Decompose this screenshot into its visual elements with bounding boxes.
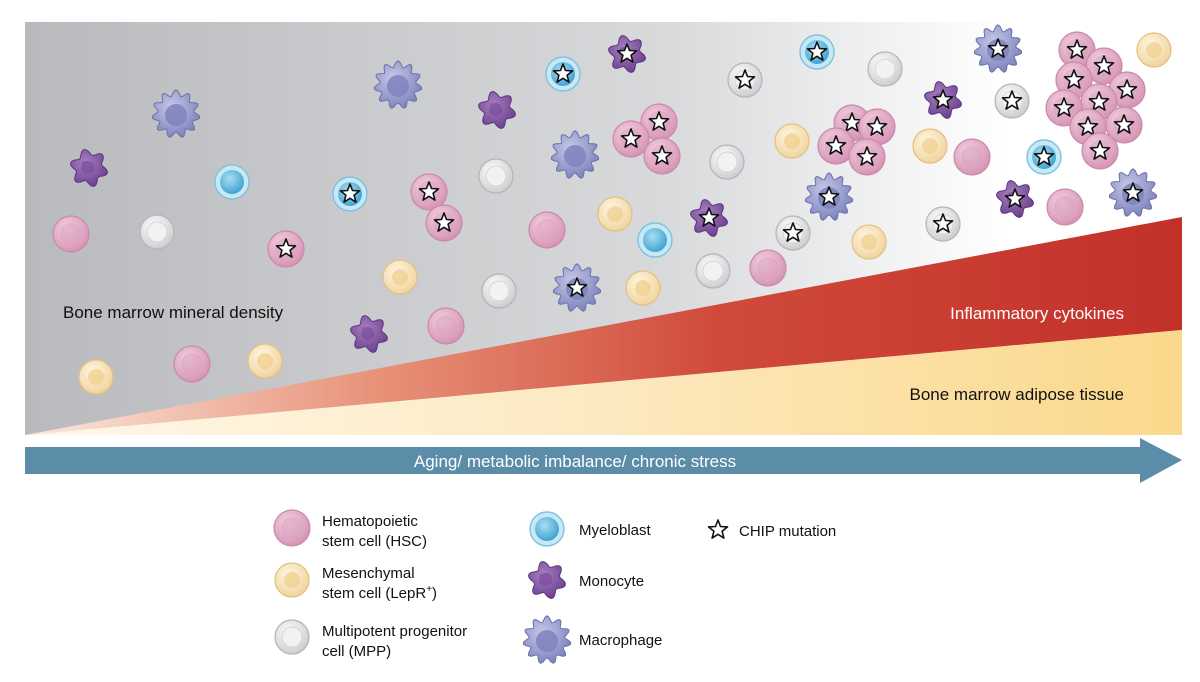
msc-cell (247, 343, 283, 379)
hsc-cell-chip (1055, 61, 1093, 99)
monocyte-cell-chip (690, 199, 728, 237)
myeloblast-cell (214, 164, 250, 200)
legend-msc-label: Mesenchymal stem cell (LepR+) (322, 565, 437, 602)
hsc-cell (528, 211, 566, 249)
legend-msc-line1: Mesenchymal (322, 565, 415, 582)
hsc-cell-chip (848, 138, 886, 176)
legend-monocyte-label: Monocyte (579, 573, 644, 590)
myeloblast-cell-chip (1026, 139, 1062, 175)
legend-msc-line2-end: ) (432, 585, 437, 602)
msc-cell (78, 359, 114, 395)
legend-macrophage-icon (522, 615, 572, 664)
mpp-cell (695, 253, 731, 289)
legend-mpp-icon (274, 619, 310, 655)
macrophage-cell (373, 60, 423, 109)
legend-mpp-label: Multipotent progenitor cell (MPP) (322, 623, 471, 660)
hsc-cell-chip (410, 173, 448, 211)
hsc-cell (953, 138, 991, 176)
myeloblast-cell-chip (799, 34, 835, 70)
aging-axis-label: Aging/ metabolic imbalance/ chronic stre… (414, 452, 736, 471)
legend-mpp-line1: Multipotent progenitor (322, 623, 467, 640)
hsc-cell (173, 345, 211, 383)
legend-hsc-icon (273, 509, 311, 547)
legend-myeloblast-label: Myeloblast (579, 522, 652, 539)
legend-hsc-line1: Hematopoietic (322, 513, 418, 530)
msc-cell (597, 196, 633, 232)
monocyte-cell (350, 315, 388, 353)
mpp-cell-chip (775, 215, 811, 251)
mpp-cell-chip (994, 83, 1030, 119)
mpp-cell (481, 273, 517, 309)
hsc-cell-chip (425, 204, 463, 242)
msc-cell (382, 259, 418, 295)
mpp-cell (709, 144, 745, 180)
monocyte-cell (478, 91, 516, 129)
msc-cell (625, 270, 661, 306)
legend-macrophage-label: Macrophage (579, 632, 662, 649)
hsc-cell (52, 215, 90, 253)
macrophage-cell (151, 89, 201, 138)
hsc-cell-chip (267, 230, 305, 268)
legend-chip-label: CHIP mutation (739, 523, 836, 540)
msc-cell (774, 123, 810, 159)
legend-msc-line2-sup: + (426, 584, 432, 595)
legend-hsc-label: Hematopoietic stem cell (HSC) (322, 513, 427, 550)
legend: Hematopoietic stem cell (HSC) Mesenchyma… (273, 509, 836, 664)
legend-hsc-line2: stem cell (HSC) (322, 533, 427, 550)
monocyte-cell (70, 149, 108, 187)
hsc-cell-chip (1105, 106, 1143, 144)
mpp-cell (867, 51, 903, 87)
monocyte-cell-chip (996, 180, 1034, 218)
legend-msc-line2: stem cell (LepR+) (322, 584, 437, 602)
legend-chip-star-icon (707, 519, 729, 539)
macrophage-cell-chip (1108, 168, 1158, 217)
macrophage-cell-chip (552, 263, 602, 312)
monocyte-cell-chip (924, 81, 962, 119)
mpp-cell-chip (925, 206, 961, 242)
inflammatory-cytokine-wedge (25, 217, 1182, 435)
hsc-cell-chip (1081, 132, 1119, 170)
hsc-cell (1046, 188, 1084, 226)
msc-cell (912, 128, 948, 164)
mpp-cell (478, 158, 514, 194)
msc-cell (1136, 32, 1172, 68)
legend-myeloblast-icon (529, 511, 565, 547)
aging-axis-arrow (25, 438, 1182, 483)
hsc-cell-chip (643, 137, 681, 175)
monocyte-cell-chip (608, 35, 646, 73)
cell-field (52, 24, 1172, 395)
legend-monocyte-icon (528, 561, 566, 599)
macrophage-cell-chip (973, 24, 1023, 73)
mpp-cell-chip (727, 62, 763, 98)
adipose-tissue-wedge (25, 330, 1182, 435)
myeloblast-cell (637, 222, 673, 258)
hsc-cell (749, 249, 787, 287)
hsc-cell (427, 307, 465, 345)
inflammatory-cytokines-label: Inflammatory cytokines (950, 304, 1124, 323)
adipose-tissue-label: Bone marrow adipose tissue (909, 385, 1124, 404)
legend-msc-line2-main: stem cell (LepR (322, 585, 426, 602)
legend-mpp-line2: cell (MPP) (322, 643, 391, 660)
hsc-cell-chip (612, 120, 650, 158)
hsc-cell-chip (640, 103, 678, 141)
myeloblast-cell-chip (545, 56, 581, 92)
macrophage-cell (550, 130, 600, 179)
macrophage-cell-chip (804, 172, 854, 221)
msc-cell (851, 224, 887, 260)
mpp-cell (139, 214, 175, 250)
mineral-density-label: Bone marrow mineral density (63, 303, 284, 322)
hsc-cell-chip (1085, 47, 1123, 85)
hsc-cell-chip (1108, 71, 1146, 109)
myeloblast-cell-chip (332, 176, 368, 212)
hsc-cell-chip (858, 108, 896, 146)
legend-msc-icon (274, 562, 310, 598)
